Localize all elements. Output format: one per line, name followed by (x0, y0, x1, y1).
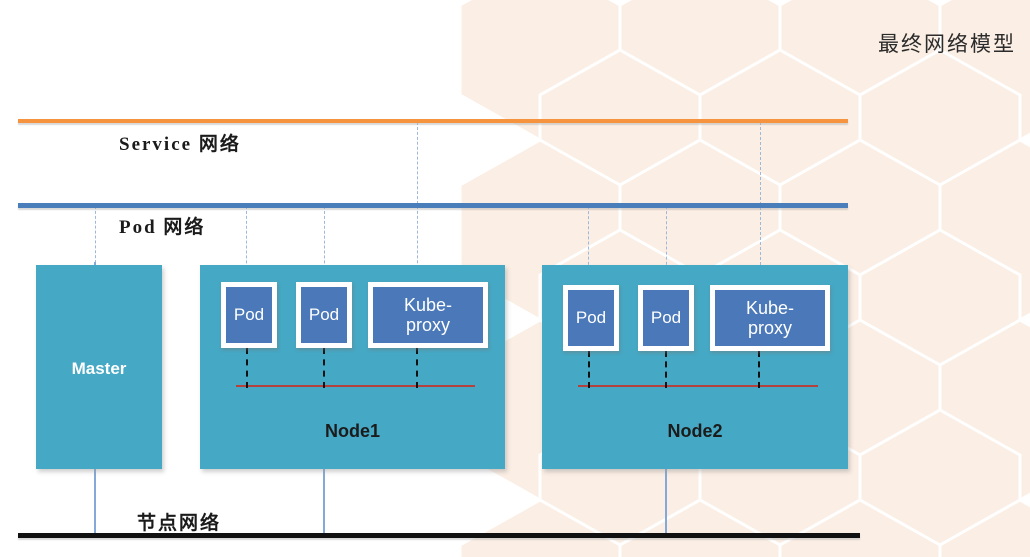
page-title: 最终网络模型 (878, 32, 1016, 56)
node2-label: Node2 (667, 421, 723, 441)
connector-node1-to-node-network (323, 468, 325, 536)
node1-pod2-drop (323, 348, 325, 388)
node1-pod1-label: Pod (233, 305, 265, 325)
node2-pod1-drop (588, 351, 590, 388)
node1-pod2-label: Pod (308, 305, 340, 325)
node1-box[interactable]: Pod Pod Kube- proxy Node1 (200, 265, 505, 469)
node2-pod1-chip[interactable]: Pod (563, 285, 619, 351)
node2-pod2-chip[interactable]: Pod (638, 285, 694, 351)
node2-pod2-drop (665, 351, 667, 388)
pod-network-line (18, 203, 848, 208)
pod-network-label: Pod 网络 (119, 217, 206, 238)
node1-kubeproxy-chip[interactable]: Kube- proxy (368, 282, 488, 348)
node2-internal-bus (578, 385, 818, 387)
node1-pod2-chip[interactable]: Pod (296, 282, 352, 348)
node1-label: Node1 (324, 421, 380, 441)
connector-master-to-pod-network (95, 206, 96, 268)
node-network-line (18, 533, 860, 538)
node2-kubeproxy-drop (758, 351, 760, 388)
service-network-label: Service 网络 (119, 134, 241, 155)
connector-node1-pod2-to-pod-network (324, 206, 325, 288)
node2-kubeproxy-chip[interactable]: Kube- proxy (710, 285, 830, 351)
node1-pod1-drop (246, 348, 248, 388)
node-network-label: 节点网络 (137, 513, 222, 534)
node1-internal-bus (236, 385, 475, 387)
node1-kubeproxy-drop (416, 348, 418, 388)
node2-kubeproxy-label-line1: Kube- (745, 297, 795, 318)
node2-box[interactable]: Pod Pod Kube- proxy Node2 (542, 265, 848, 469)
connector-node2-to-node-network (665, 468, 667, 536)
connector-node1-pod1-to-pod-network (246, 206, 247, 288)
service-network-line (18, 119, 848, 123)
node2-pod1-label: Pod (575, 308, 607, 328)
master-label: Master (71, 359, 127, 378)
node1-pod1-chip[interactable]: Pod (221, 282, 277, 348)
node1-kubeproxy-label-line1: Kube- (403, 294, 453, 315)
node2-kubeproxy-label-line2: proxy (747, 318, 792, 338)
node1-kubeproxy-label-line2: proxy (405, 315, 450, 335)
node2-pod2-label: Pod (650, 308, 682, 328)
master-box[interactable]: Master (36, 265, 162, 469)
